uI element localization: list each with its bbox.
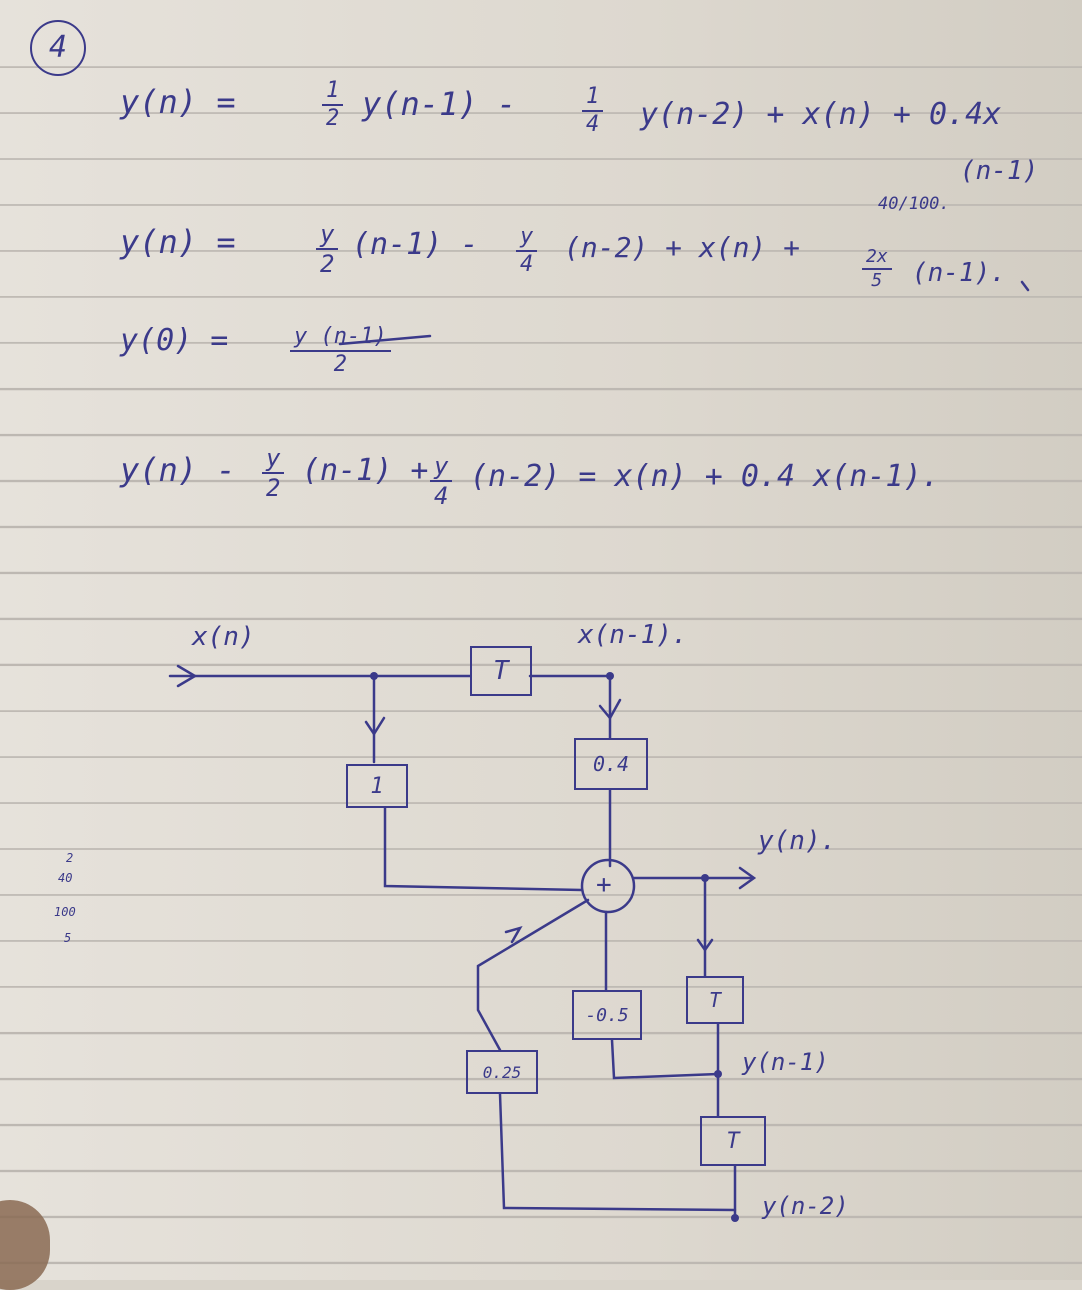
eq1-frac1-num: 1 (322, 80, 344, 106)
margin-note-2: 40 (58, 871, 73, 885)
eq4-lhs: y(n) - (120, 451, 236, 489)
eq4-frac1-num: y (262, 446, 285, 474)
eq4-frac2-den: 4 (434, 482, 449, 510)
gain-block-minus-0-5: -0.5 (572, 990, 642, 1040)
eq4-frac1-den: 2 (266, 474, 281, 502)
y-n-minus-1-label: y(n-1) (742, 1048, 829, 1076)
gain-block-0-25: 0.25 (466, 1050, 538, 1094)
eq1-frac2: 1 4 (582, 86, 604, 137)
eq3-lhs: y(0) = (120, 323, 229, 358)
y-n-minus-2-label: y(n-2) (762, 1192, 849, 1220)
eq2-frac1-num: y (316, 222, 339, 250)
eq4-term2: (n-2) = x(n) + 0.4 x(n-1). (470, 459, 940, 494)
eq1-term1: y(n-1) - (362, 85, 517, 123)
gain-block-0-4: 0.4 (574, 738, 648, 790)
eq2-term3: (n-1). (912, 258, 1006, 288)
eq3-frac1-den: 2 (333, 352, 347, 377)
delayed-input-label: x(n-1). (578, 620, 688, 650)
eq2-frac2: y 4 (516, 226, 538, 277)
margin-note-4: 5 (64, 931, 72, 945)
eq1-frac1: 1 2 (322, 80, 344, 131)
eq4-frac2: y 4 (430, 454, 453, 510)
margin-note-3: 100 (54, 905, 76, 919)
eq2-term2: (n-2) + x(n) + (564, 231, 801, 264)
eq4-frac1: y 2 (262, 446, 285, 502)
problem-number: 4 (30, 20, 86, 76)
delay-block-x: T (470, 646, 532, 696)
margin-note-1: 2 (66, 851, 74, 865)
eq2-frac2-num: y (516, 226, 538, 252)
eq4-term1: (n-1) + (302, 453, 429, 488)
eq1-term2: y(n-2) + x(n) + 0.4x (640, 97, 1002, 132)
eq1-frac2-num: 1 (582, 86, 604, 112)
input-label: x(n) (192, 622, 255, 652)
eq1-frac1-den: 2 (326, 106, 340, 131)
unity-gain-block: 1 (346, 764, 408, 808)
eq4-frac2-num: y (430, 454, 453, 482)
eq2-frac3-den: 5 (871, 270, 883, 291)
eq2-note: 40/100. (878, 194, 950, 214)
eq1-lhs: y(n) = (120, 83, 236, 121)
eq2-frac2-den: 4 (520, 252, 534, 277)
delay-block-y2: T (700, 1116, 766, 1166)
eq2-frac3-num: 2x (862, 248, 892, 270)
eq2-frac3: 2x 5 (862, 248, 892, 290)
eq2-frac1-den: 2 (320, 250, 335, 278)
eq2-term1: (n-1) - (352, 227, 479, 262)
eq1-term3: (n-1) (960, 156, 1039, 186)
output-label: y(n). (758, 826, 837, 856)
eq2-frac1: y 2 (316, 222, 339, 278)
adder-plus: + (596, 870, 612, 900)
eq1-frac2-den: 4 (586, 112, 600, 137)
eq2-lhs: y(n) = (120, 223, 236, 261)
delay-block-y1: T (686, 976, 744, 1024)
